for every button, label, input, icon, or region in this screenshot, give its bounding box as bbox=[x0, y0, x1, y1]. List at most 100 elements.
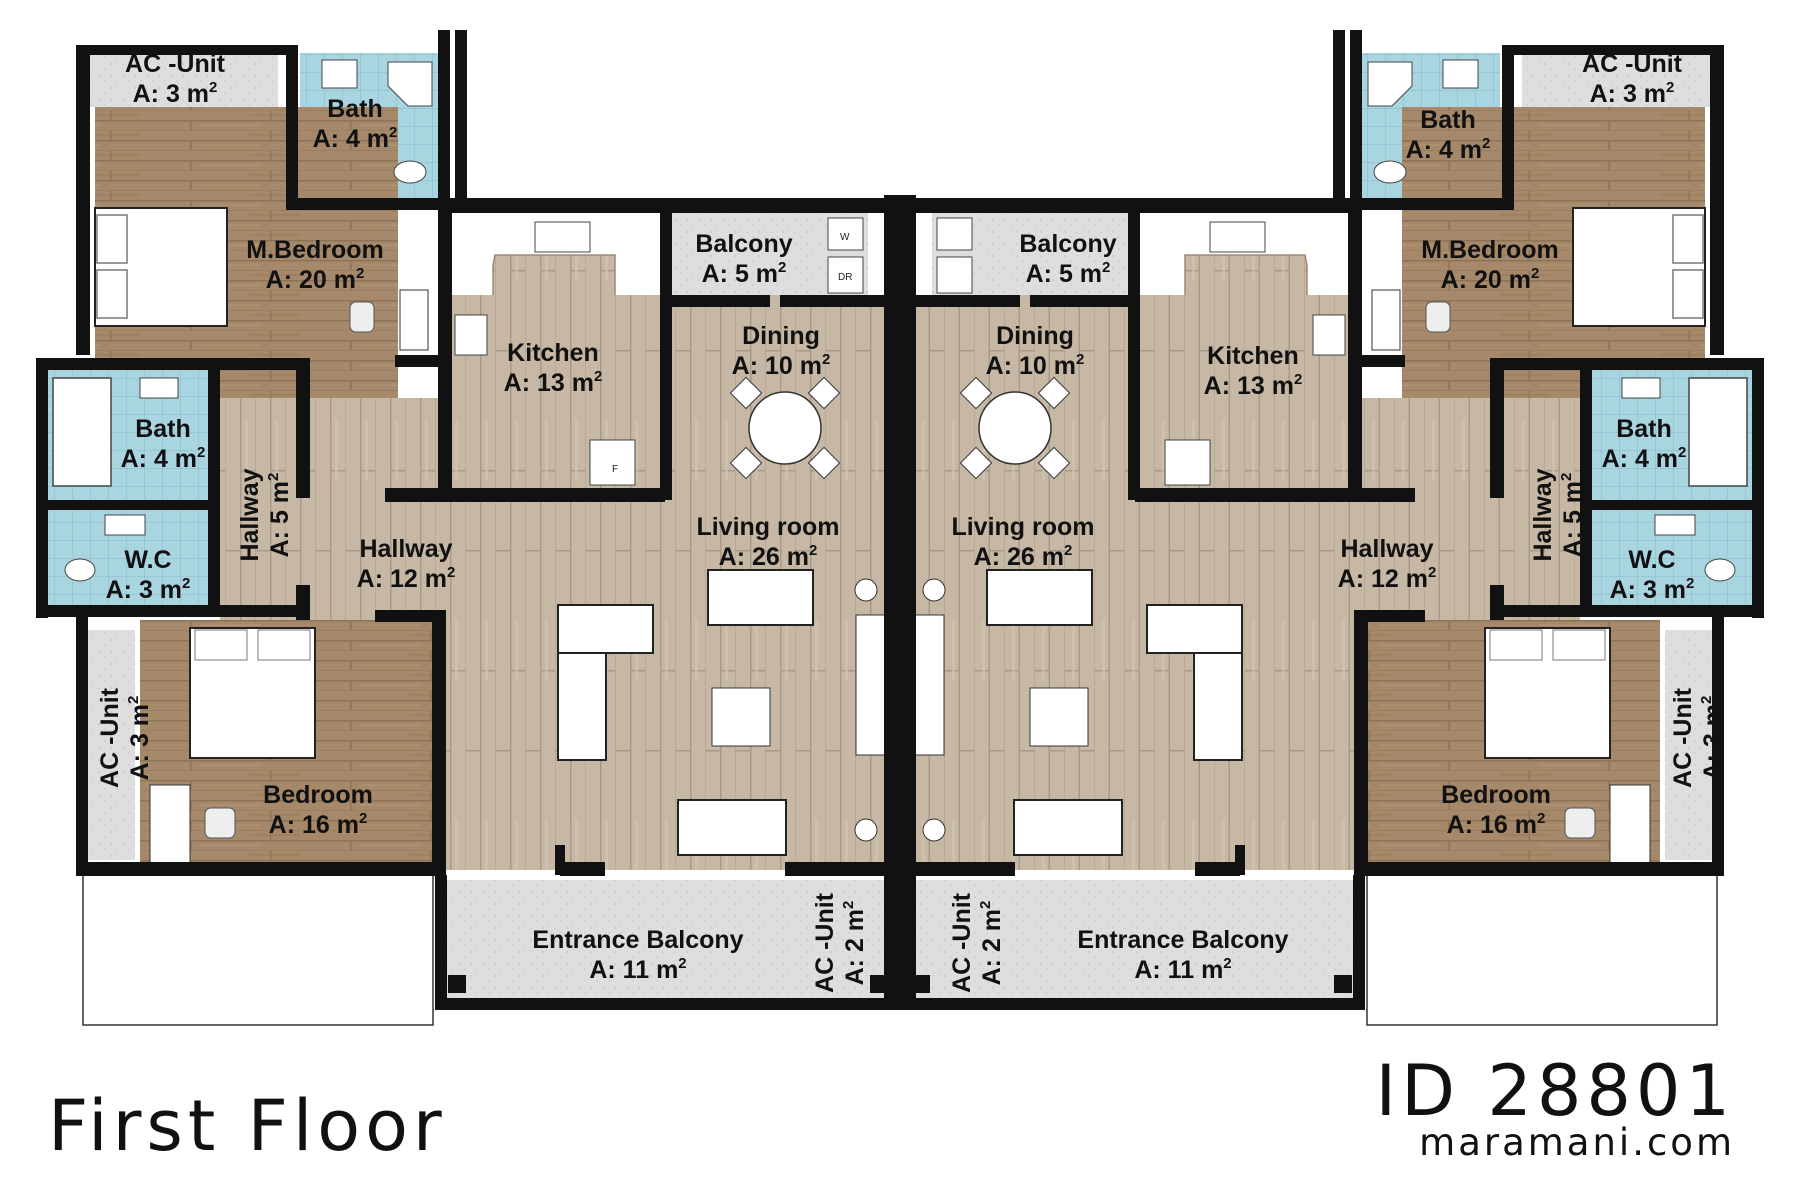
svg-text:W: W bbox=[840, 232, 850, 243]
room-area: A: 13 bbox=[1204, 372, 1272, 400]
room-area: A: 3 bbox=[1699, 726, 1727, 780]
area-unit: m bbox=[266, 481, 294, 503]
room-area: A: 26 bbox=[974, 543, 1042, 571]
area-unit: m bbox=[572, 369, 594, 397]
ac-unit-side-right-label: AC -UnitA: 3 m2 bbox=[1669, 687, 1727, 788]
room-area: A: 26 bbox=[719, 543, 787, 571]
hallway-small-left-label: HallwayA: 5 m2 bbox=[236, 468, 294, 561]
room-name: Dining bbox=[742, 322, 820, 350]
room-area: A: 10 bbox=[732, 352, 800, 380]
stairs-left bbox=[82, 874, 434, 1026]
area-unit-superscript: 2 bbox=[1428, 564, 1436, 581]
area-unit-superscript: 2 bbox=[1223, 955, 1231, 972]
left-apartment: F W DR bbox=[36, 30, 898, 1026]
area-unit: m bbox=[1656, 445, 1678, 473]
room-area: A: 5 bbox=[702, 260, 756, 288]
area-unit: m bbox=[1515, 811, 1537, 839]
area-unit: m bbox=[160, 576, 182, 604]
room-name: Balcony bbox=[1019, 230, 1116, 258]
room-area: A: 13 bbox=[504, 369, 572, 397]
room-area: A: 4 bbox=[313, 125, 367, 153]
area-unit: m bbox=[1644, 80, 1666, 108]
website-label: maramani.com bbox=[1419, 1121, 1735, 1164]
area-unit: m bbox=[1054, 352, 1076, 380]
area-unit: m bbox=[1699, 704, 1727, 726]
room-name: Living room bbox=[951, 513, 1094, 541]
coffee-table-left bbox=[711, 687, 771, 747]
area-unit-superscript: 2 bbox=[182, 575, 190, 592]
room-name: Bath bbox=[135, 415, 191, 443]
room-area: A: 2 bbox=[978, 931, 1006, 985]
area-unit: m bbox=[337, 811, 359, 839]
plan-id: ID 28801 bbox=[1376, 1050, 1735, 1132]
area-unit-superscript: 2 bbox=[1558, 473, 1575, 481]
area-unit-superscript: 2 bbox=[1698, 696, 1715, 704]
area-unit-superscript: 2 bbox=[778, 259, 786, 276]
area-unit-superscript: 2 bbox=[840, 901, 857, 909]
area-unit-superscript: 2 bbox=[809, 542, 817, 559]
room-name: Bath bbox=[1616, 415, 1672, 443]
area-unit-superscript: 2 bbox=[1482, 135, 1490, 152]
area-unit: m bbox=[1509, 266, 1531, 294]
ac-unit-top-left-floor bbox=[83, 53, 278, 107]
room-name: AC -Unit bbox=[948, 892, 976, 993]
area-unit: m bbox=[656, 956, 678, 984]
entrance-balcony-left-floor bbox=[440, 880, 885, 1005]
walls-left bbox=[36, 30, 898, 1010]
area-unit-superscript: 2 bbox=[1102, 259, 1110, 276]
ac-unit-small-right-label: AC -UnitA: 2 m2 bbox=[948, 892, 1006, 993]
room-area: A: 3 bbox=[1590, 80, 1644, 108]
room-name: Living room bbox=[696, 513, 839, 541]
area-unit-superscript: 2 bbox=[1064, 542, 1072, 559]
area-unit-superscript: 2 bbox=[1294, 371, 1302, 388]
area-unit-superscript: 2 bbox=[678, 955, 686, 972]
room-name: M.Bedroom bbox=[246, 236, 384, 264]
room-area: A: 20 bbox=[1441, 266, 1509, 294]
room-name: W.C bbox=[124, 546, 171, 574]
room-area: A: 12 bbox=[357, 565, 425, 593]
room-area: A: 4 bbox=[1406, 136, 1460, 164]
area-unit-superscript: 2 bbox=[1076, 351, 1084, 368]
room-name: AC -Unit bbox=[811, 892, 839, 993]
room-name: Entrance Balcony bbox=[532, 926, 743, 954]
area-unit: m bbox=[1406, 565, 1428, 593]
party-wall bbox=[892, 195, 908, 1010]
area-unit: m bbox=[1201, 956, 1223, 984]
room-name: Entrance Balcony bbox=[1077, 926, 1288, 954]
area-unit: m bbox=[756, 260, 778, 288]
area-unit-superscript: 2 bbox=[447, 564, 455, 581]
room-name: W.C bbox=[1628, 546, 1675, 574]
room-area: A: 4 bbox=[121, 445, 175, 473]
area-unit-superscript: 2 bbox=[977, 901, 994, 909]
room-name: Bath bbox=[327, 95, 383, 123]
area-unit: m bbox=[787, 543, 809, 571]
area-unit-superscript: 2 bbox=[209, 79, 217, 96]
area-unit-superscript: 2 bbox=[822, 351, 830, 368]
tv-unit-left bbox=[855, 614, 887, 756]
svg-text:DR: DR bbox=[838, 272, 852, 283]
room-area: A: 5 bbox=[266, 503, 294, 557]
room-area: A: 16 bbox=[1447, 811, 1515, 839]
room-area: A: 5 bbox=[1559, 503, 1587, 557]
fridge-mark-left: F bbox=[612, 464, 618, 475]
area-unit: m bbox=[1664, 576, 1686, 604]
room-name: Bedroom bbox=[1441, 781, 1551, 809]
area-unit: m bbox=[175, 445, 197, 473]
sofa-bottom-left bbox=[677, 799, 787, 856]
